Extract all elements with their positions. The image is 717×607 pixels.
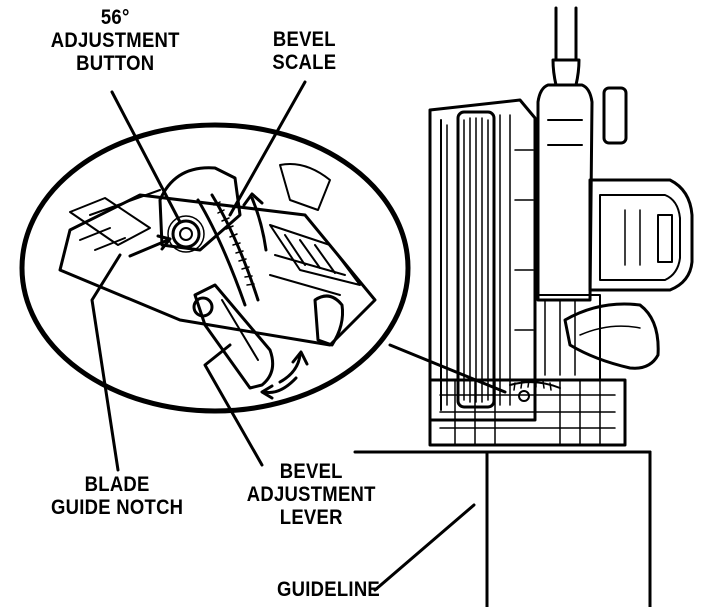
leader-blade-guide-notch <box>90 253 122 472</box>
callout-bevel-adjustment-lever-line-2: ADJUSTMENT <box>246 483 376 506</box>
callout-bevel-scale-line-2: SCALE <box>272 51 337 74</box>
callout-bevel-scale: BEVEL SCALE <box>272 28 336 74</box>
callout-56-line-3: BUTTON <box>76 52 155 75</box>
callout-guideline-line-1: GUIDELINE <box>277 578 381 601</box>
detail-connector-line <box>388 343 507 394</box>
saw-body <box>428 6 694 454</box>
callout-blade-guide-notch-line-1: BLADE <box>84 473 150 496</box>
callout-blade-guide-notch: BLADE GUIDE NOTCH <box>51 473 183 519</box>
callout-56-line-1: 56° <box>100 6 130 29</box>
callout-bevel-adjustment-lever: BEVEL ADJUSTMENT LEVER <box>247 460 376 529</box>
detail-magnifier-ellipse <box>19 122 411 414</box>
workpiece-board <box>353 450 652 607</box>
callout-bevel-adjustment-lever-line-1: BEVEL <box>279 460 343 483</box>
callout-bevel-adjustment-lever-line-3: LEVER <box>279 506 343 529</box>
leader-lines <box>90 80 476 592</box>
callout-56-line-2: ADJUSTMENT <box>50 29 180 52</box>
callout-blade-guide-notch-line-2: GUIDE NOTCH <box>51 496 184 519</box>
leader-guideline <box>373 503 476 592</box>
leader-adjustment-button <box>110 90 182 224</box>
leader-bevel-scale <box>228 80 307 217</box>
leader-bevel-adjustment-lever <box>203 343 264 467</box>
callout-56-adjustment-button: 56° ADJUSTMENT BUTTON <box>51 6 180 75</box>
callout-guideline: GUIDELINE <box>277 578 380 601</box>
callout-bevel-scale-line-1: BEVEL <box>272 28 336 51</box>
detail-mechanism <box>58 163 377 400</box>
